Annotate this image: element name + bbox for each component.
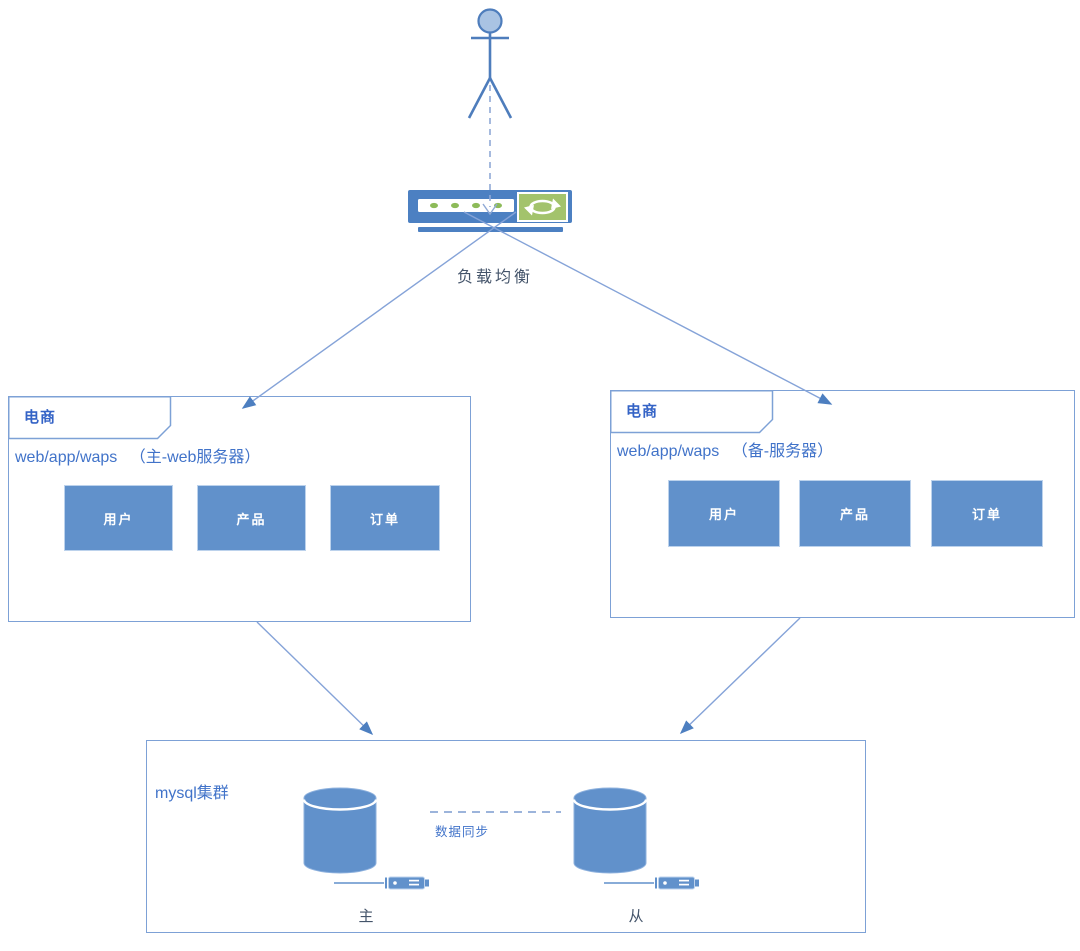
frame-backup-server: 电商 web/app/waps （备-服务器） 用户 产品 订单 bbox=[609, 389, 1075, 618]
db-slave-label: 从 bbox=[628, 908, 644, 925]
backup-to-mysql-arrow bbox=[679, 617, 801, 735]
plug-cable-icon bbox=[604, 876, 699, 890]
load-balancer-label: 负载均衡 bbox=[457, 269, 534, 286]
sync-arrows-icon bbox=[517, 192, 568, 222]
module-products: 产品 bbox=[197, 485, 306, 551]
load-balancer-device bbox=[408, 190, 572, 232]
primary-to-mysql-arrow bbox=[256, 621, 374, 736]
database-cylinder-icon bbox=[573, 787, 647, 874]
frame-tab-shape bbox=[7, 395, 171, 439]
lb-to-backup-arrow bbox=[463, 211, 833, 405]
frame-primary-server: 电商 web/app/waps （主-web服务器） 用户 产品 订单 bbox=[7, 395, 471, 622]
data-sync-label: 数据同步 bbox=[435, 825, 490, 839]
mysql-cluster-box: mysql集群 数据同步 bbox=[146, 740, 866, 933]
database-cylinder-icon bbox=[303, 787, 377, 874]
module-users: 用户 bbox=[668, 480, 780, 547]
person-stick-figure-icon bbox=[467, 8, 513, 119]
module-orders: 订单 bbox=[330, 485, 440, 551]
mysql-cluster-title: mysql集群 bbox=[155, 785, 229, 802]
frame-title: 电商 bbox=[24, 409, 57, 426]
frame-subtitle: web/app/waps （主-web服务器） bbox=[15, 449, 261, 466]
module-orders: 订单 bbox=[931, 480, 1043, 547]
device-base bbox=[418, 227, 563, 232]
frame-subtitle: web/app/waps （备-服务器） bbox=[617, 443, 834, 460]
frame-title: 电商 bbox=[626, 403, 659, 420]
lb-to-primary-arrow bbox=[241, 211, 517, 409]
plug-cable-icon bbox=[334, 876, 429, 890]
db-master-label: 主 bbox=[358, 908, 374, 925]
module-products: 产品 bbox=[799, 480, 911, 547]
module-users: 用户 bbox=[64, 485, 173, 551]
